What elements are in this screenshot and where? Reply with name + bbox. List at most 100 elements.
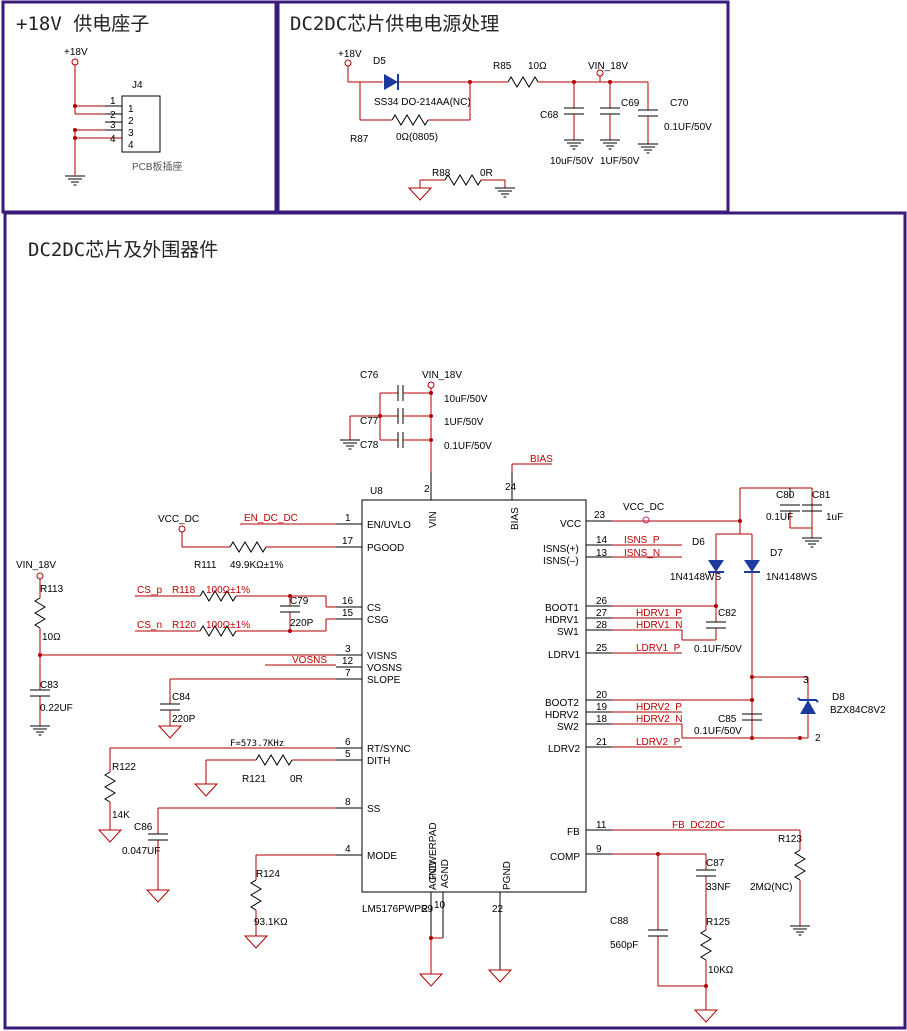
c85-val: 0.1UF/50V: [694, 726, 742, 737]
u8-chip: U8 LM5176PWPR: [361, 486, 587, 915]
c81-ref: C81: [812, 490, 831, 501]
c82-ref: C82: [718, 608, 737, 619]
r122-val: 14K: [112, 810, 130, 821]
pin-name: BOOT2: [545, 698, 579, 709]
pin-name: LDRV1: [548, 650, 580, 661]
pin-name: COMP: [550, 852, 580, 863]
j4-pin2: 2: [110, 110, 116, 121]
c78-val: 0.1UF/50V: [444, 441, 492, 452]
c76-val: 10uF/50V: [444, 394, 488, 405]
pin-num: 18: [596, 714, 608, 725]
pin-name: SW2: [557, 722, 579, 733]
pin-num: 17: [342, 536, 354, 547]
pin-num: 1: [345, 513, 351, 524]
c86-ref: C86: [134, 822, 153, 833]
r124-val: 93.1KΩ: [254, 917, 288, 928]
pin-name: BIAS: [510, 507, 521, 530]
r85-val: 10Ω: [528, 61, 547, 72]
isns-p-net: ISNS_P: [624, 535, 660, 546]
pin-num: 21: [596, 737, 608, 748]
pin-num: 13: [596, 548, 608, 559]
c69-ref: C69: [621, 98, 640, 109]
c87-ref: C87: [706, 858, 725, 869]
u8-right-pins: 23 VCC 14 ISNS(+) 13 ISNS(–) 26 BOOT1 27…: [543, 510, 612, 863]
r113-val: 10Ω: [42, 632, 61, 643]
c70-cap: [637, 82, 659, 154]
d8-pin2: 2: [815, 733, 821, 744]
pin-num: 28: [596, 620, 608, 631]
c78-ref: C78: [360, 440, 379, 451]
pin-num: 23: [594, 510, 606, 521]
pin-num: 16: [342, 596, 354, 607]
j4-inner1: 1: [128, 104, 134, 115]
c68-cap: [563, 80, 585, 150]
d5-part: SS34 DO-214AA(NC): [374, 97, 471, 108]
r88-ref: R88: [432, 168, 451, 179]
r120-val: 100Ω±1%: [206, 620, 250, 631]
hdrv2-n-net: HDRV2_N: [636, 714, 683, 725]
cs-n-net: CS_n: [137, 620, 162, 631]
d8-pin3: 3: [803, 675, 809, 686]
title-power-input: +18V 供电座子: [16, 13, 149, 35]
vin-left-net: VIN_18V: [16, 560, 56, 571]
pin-name: VISNS: [367, 651, 397, 662]
pin-num: 11: [596, 820, 607, 831]
pin-num: 22: [492, 904, 504, 915]
r118-val: 100Ω±1%: [206, 585, 250, 596]
c79-val: 220P: [290, 618, 314, 629]
u8-part: LM5176PWPR: [362, 904, 428, 915]
vin-decoupling: C76 VIN_18V C77 C78 10uF/50V 1UF/50V 0.1…: [339, 370, 492, 472]
pin-name: CSG: [367, 615, 389, 626]
supply-in-net: +18V: [338, 49, 362, 60]
slope-cap: C84 220P: [158, 678, 336, 739]
frame-main: [3, 211, 907, 1030]
hdrv2-p-net: HDRV2_P: [636, 702, 682, 713]
c77-val: 1UF/50V: [444, 417, 484, 428]
pin-num: 9: [596, 844, 602, 855]
r111-val: 49.9KΩ±1%: [230, 560, 284, 571]
j4-pin3: 3: [110, 120, 116, 131]
pin-name: FB: [567, 827, 580, 838]
c68-ref: C68: [540, 110, 559, 121]
supply-out-net: VIN_18V: [588, 61, 628, 72]
visns-filter: VIN_18V R113 10Ω C83 0.22UF: [16, 560, 336, 736]
pin-name: VOSNS: [367, 663, 402, 674]
c79-ref: C79: [290, 596, 309, 607]
pin-name: BOOT1: [545, 603, 579, 614]
r118-ref: R118: [172, 585, 196, 596]
c87-val: 33NF: [706, 882, 730, 893]
r120-ref: R120: [172, 620, 196, 631]
hdrv1-p-net: HDRV1_P: [636, 608, 682, 619]
d7-ref: D7: [770, 548, 783, 559]
title-power-processing: DC2DC芯片供电电源处理: [290, 13, 499, 35]
j4-connector: +18V J4 1 2 3 4 1 2 3 4 PCB板插座: [64, 47, 183, 186]
freq-label: F=573.7KHz: [230, 739, 284, 749]
pin-num: 19: [596, 702, 608, 713]
mode-resistor: R124 93.1KΩ: [244, 854, 336, 949]
u8-top-pins: 2 VIN 24 BIAS: [424, 472, 521, 530]
r122-ref: R122: [112, 762, 136, 773]
j4-ref: J4: [132, 80, 143, 91]
current-sense: CS_p R118 100Ω±1% CS_n R120 100Ω±1% C79 …: [135, 585, 336, 637]
vin-top-net: VIN_18V: [422, 370, 462, 381]
d8-ref: D8: [832, 692, 845, 703]
supply-circuit: +18V D5 SS34 DO-214AA(NC) R87 0Ω(0805) R…: [338, 49, 712, 201]
pin-name: AGND: [428, 861, 439, 890]
ldrv2-p-net: LDRV2_P: [636, 737, 681, 748]
j4-name: PCB板插座: [132, 160, 183, 173]
c85-ref: C85: [718, 714, 737, 725]
isns-n-net: ISNS_N: [624, 548, 660, 559]
c70-ref: C70: [670, 98, 689, 109]
c77-ref: C77: [360, 416, 379, 427]
pin-name: CS: [367, 603, 381, 614]
pin-name: VIN: [428, 511, 439, 528]
ldrv1-p-net: LDRV1_P: [636, 643, 681, 654]
pin-name: ISNS(–): [543, 556, 579, 567]
pin-name: ISNS(+): [543, 544, 579, 555]
pin-num: 6: [345, 737, 351, 748]
j4-pin1: 1: [110, 96, 116, 107]
c88-ref: C88: [610, 916, 629, 927]
j4-inner4: 4: [128, 140, 134, 151]
pin-num: 15: [342, 608, 354, 619]
pin-name: VCC: [560, 519, 581, 530]
